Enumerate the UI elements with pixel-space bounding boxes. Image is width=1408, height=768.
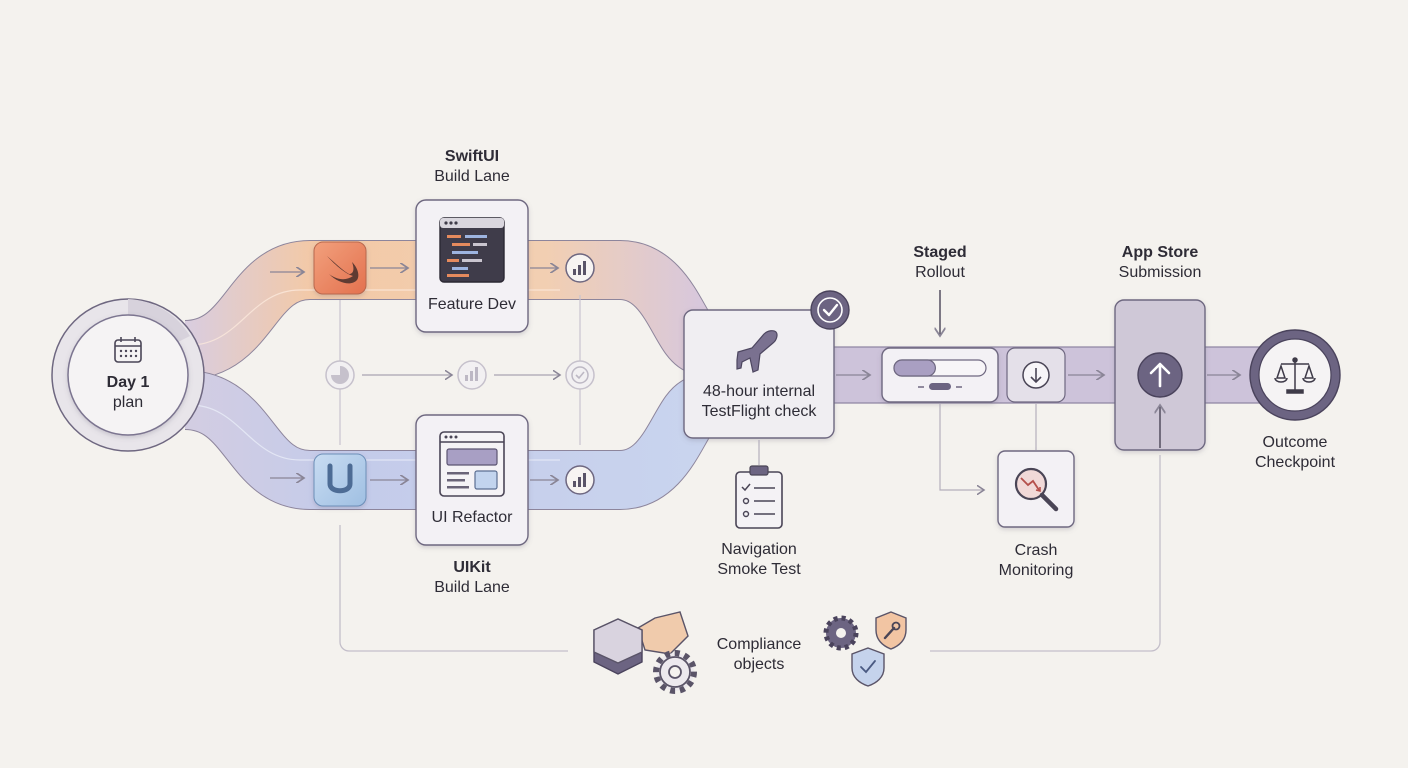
uikit-lane <box>182 371 717 509</box>
layout-window-icon <box>439 431 505 497</box>
start-title: Day 1 <box>106 374 150 391</box>
stacked-blocks-icon <box>593 611 689 675</box>
staged-rollout-title: Staged <box>913 244 967 261</box>
airplane-icon <box>736 330 778 373</box>
testflight-line2: TestFlight check <box>701 403 817 420</box>
smoke-test-label: Navigation Smoke Test <box>689 540 829 580</box>
upload-arrow-icon <box>1137 352 1183 398</box>
crash-monitoring-line1: Crash <box>1014 542 1058 559</box>
shield-wrench-icon <box>875 611 907 650</box>
swiftui-metrics-icon[interactable] <box>565 253 595 283</box>
start-subtitle: plan <box>112 394 144 411</box>
magnifier-downtrend-icon <box>1014 467 1059 512</box>
download-arrow-icon[interactable] <box>1006 347 1066 403</box>
clipboard-checklist-icon[interactable] <box>735 465 783 529</box>
balance-scale-icon <box>1274 357 1316 394</box>
uikit-lane-label: UIKit Build Lane <box>392 558 552 598</box>
gear-icon <box>823 615 859 651</box>
outcome-label: Outcome Checkpoint <box>1235 433 1355 473</box>
staged-rollout-label: Staged Rollout <box>870 243 1010 283</box>
testflight-line1: 48-hour internal <box>702 383 816 400</box>
compliance-label: Compliance objects <box>699 635 819 675</box>
ui-refactor-label: UI Refactor <box>431 509 513 526</box>
start-label: Day 1 plan <box>88 373 168 413</box>
start-node[interactable] <box>51 298 205 452</box>
app-store-label: App Store Submission <box>1080 243 1240 283</box>
smoke-test-line1: Navigation <box>721 541 797 558</box>
pie-progress-icon <box>325 360 355 390</box>
uikit-logo-icon[interactable] <box>313 453 367 507</box>
bar-chart-small-icon <box>457 360 487 390</box>
gear-large-icon <box>653 650 697 694</box>
crash-monitoring-label: Crash Monitoring <box>966 541 1106 581</box>
swiftui-subtitle: Build Lane <box>434 168 510 185</box>
check-small-icon <box>565 360 595 390</box>
uikit-metrics-icon[interactable] <box>565 465 595 495</box>
rollout-progress-bar <box>893 359 987 390</box>
swift-logo-icon[interactable] <box>313 241 367 295</box>
crash-monitoring-line2: Monitoring <box>998 562 1074 579</box>
outcome-line2: Checkpoint <box>1254 454 1336 471</box>
app-store-title: App Store <box>1121 244 1199 261</box>
uikit-title: UIKit <box>453 559 491 576</box>
compliance-line1: Compliance <box>716 636 802 653</box>
smoke-test-line2: Smoke Test <box>717 561 801 578</box>
staged-rollout-subtitle: Rollout <box>915 264 965 281</box>
swiftui-lane <box>182 241 717 379</box>
shield-check-icon <box>851 647 885 687</box>
swiftui-title: SwiftUI <box>444 148 500 165</box>
calendar-icon <box>114 337 142 363</box>
compliance-line2: objects <box>733 656 785 673</box>
feature-dev-label: Feature Dev <box>427 296 517 313</box>
testflight-card[interactable] <box>683 309 835 439</box>
uikit-subtitle: Build Lane <box>434 579 510 596</box>
outcome-line1: Outcome <box>1262 434 1328 451</box>
verified-check-icon <box>810 290 850 330</box>
app-store-subtitle: Submission <box>1118 264 1202 281</box>
swiftui-lane-label: SwiftUI Build Lane <box>392 147 552 187</box>
testflight-label: 48-hour internal TestFlight check <box>684 382 834 422</box>
code-editor-icon <box>439 217 505 283</box>
